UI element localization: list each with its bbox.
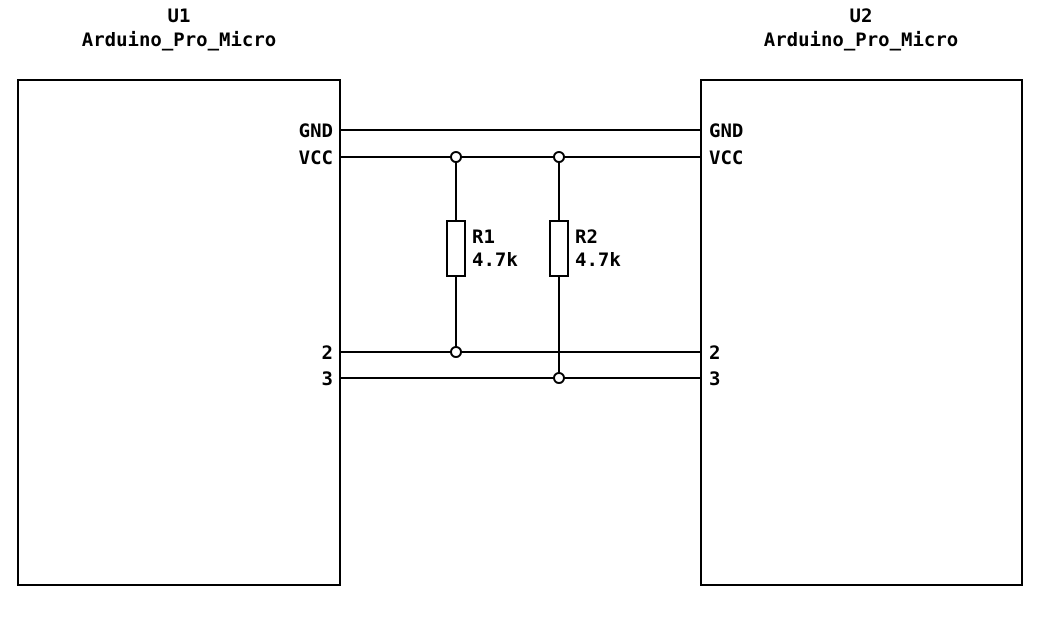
u2-pin-gnd-label: GND — [709, 120, 743, 142]
resistor-r2-symbol — [549, 220, 569, 277]
component-u1-value: Arduino_Pro_Micro — [82, 29, 276, 51]
component-u1-ref: U1 — [168, 5, 191, 27]
junction-vcc-r1 — [450, 151, 462, 163]
u1-pin-2-label: 2 — [322, 342, 333, 364]
u1-pin-3-label: 3 — [322, 368, 333, 390]
u1-pin-gnd-label: GND — [299, 120, 333, 142]
component-u1-body — [17, 79, 341, 586]
component-u2-body — [700, 79, 1023, 586]
resistor-r2-ref: R2 — [575, 226, 598, 248]
u2-pin-vcc-label: VCC — [709, 147, 743, 169]
resistor-r1-value: 4.7k — [472, 249, 518, 271]
u2-pin-2-label: 2 — [709, 342, 720, 364]
component-u2-ref: U2 — [850, 5, 873, 27]
junction-vcc-r2 — [553, 151, 565, 163]
resistor-r1-ref: R1 — [472, 226, 495, 248]
resistor-r2-value: 4.7k — [575, 249, 621, 271]
component-u2-value: Arduino_Pro_Micro — [764, 29, 958, 51]
junction-pin3-r2 — [553, 372, 565, 384]
junction-pin2-r1 — [450, 346, 462, 358]
u1-pin-vcc-label: VCC — [299, 147, 333, 169]
resistor-r1-symbol — [446, 220, 466, 277]
u2-pin-3-label: 3 — [709, 368, 720, 390]
